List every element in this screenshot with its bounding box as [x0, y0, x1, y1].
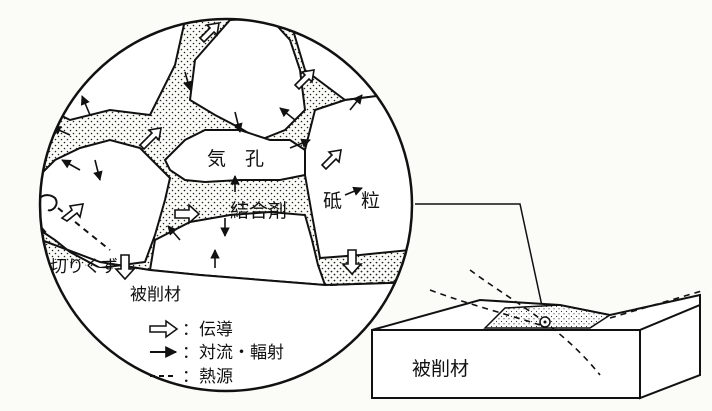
convection-arrow — [61, 159, 81, 171]
conduction-arrow — [198, 22, 220, 44]
label-grain: 砥 粒 — [323, 190, 380, 212]
convection-arrow — [93, 159, 103, 181]
conduction-arrow — [138, 127, 162, 151]
legend-convection: ：対流・輻射 — [182, 343, 284, 363]
chip-curl — [40, 194, 58, 216]
convection-arrow — [183, 71, 193, 91]
magnifier-circle — [38, 17, 414, 393]
convection-arrow — [80, 95, 91, 116]
grain-right — [304, 93, 412, 260]
block-side-face — [639, 303, 701, 400]
legend-hollow-arrow-icon — [149, 319, 179, 339]
legend-conduction: ：伝導 — [182, 320, 233, 340]
heat-source-dashed-block — [609, 289, 706, 319]
label-chips: 切りくず — [50, 257, 118, 277]
convection-arrow — [167, 225, 181, 241]
binder-band — [325, 262, 412, 282]
convection-arrow — [233, 111, 243, 133]
label-workpiece-block: 被削材 — [412, 358, 469, 380]
conduction-arrow — [114, 254, 136, 281]
leader-line — [415, 203, 546, 321]
conduction-arrow — [320, 149, 342, 171]
convection-arrow — [349, 94, 363, 111]
contact-zone — [483, 304, 612, 329]
workpiece-block — [371, 269, 706, 400]
wheel-arc — [469, 269, 601, 376]
contact-point-dot — [543, 320, 547, 324]
grain-left — [40, 138, 172, 270]
convection-arrow — [344, 186, 363, 196]
conduction-arrow — [293, 69, 315, 91]
conduction-arrow — [341, 249, 363, 276]
wheel-arc-outer — [429, 289, 541, 326]
legend-heat-source: ：熱源 — [182, 367, 233, 387]
conduction-arrow — [174, 203, 201, 225]
label-workpiece: 被削材 — [130, 285, 181, 305]
conduction-arrow — [60, 203, 85, 222]
convection-arrow — [359, 31, 379, 41]
label-binder: 結合剤 — [230, 200, 287, 222]
convection-arrow — [279, 107, 296, 121]
convection-arrow — [289, 138, 311, 149]
legend: ：伝導 ：対流・輻射 ：熱源 — [149, 319, 284, 387]
label-pore: 気 孔 — [207, 148, 264, 170]
cutting-line — [40, 231, 412, 287]
